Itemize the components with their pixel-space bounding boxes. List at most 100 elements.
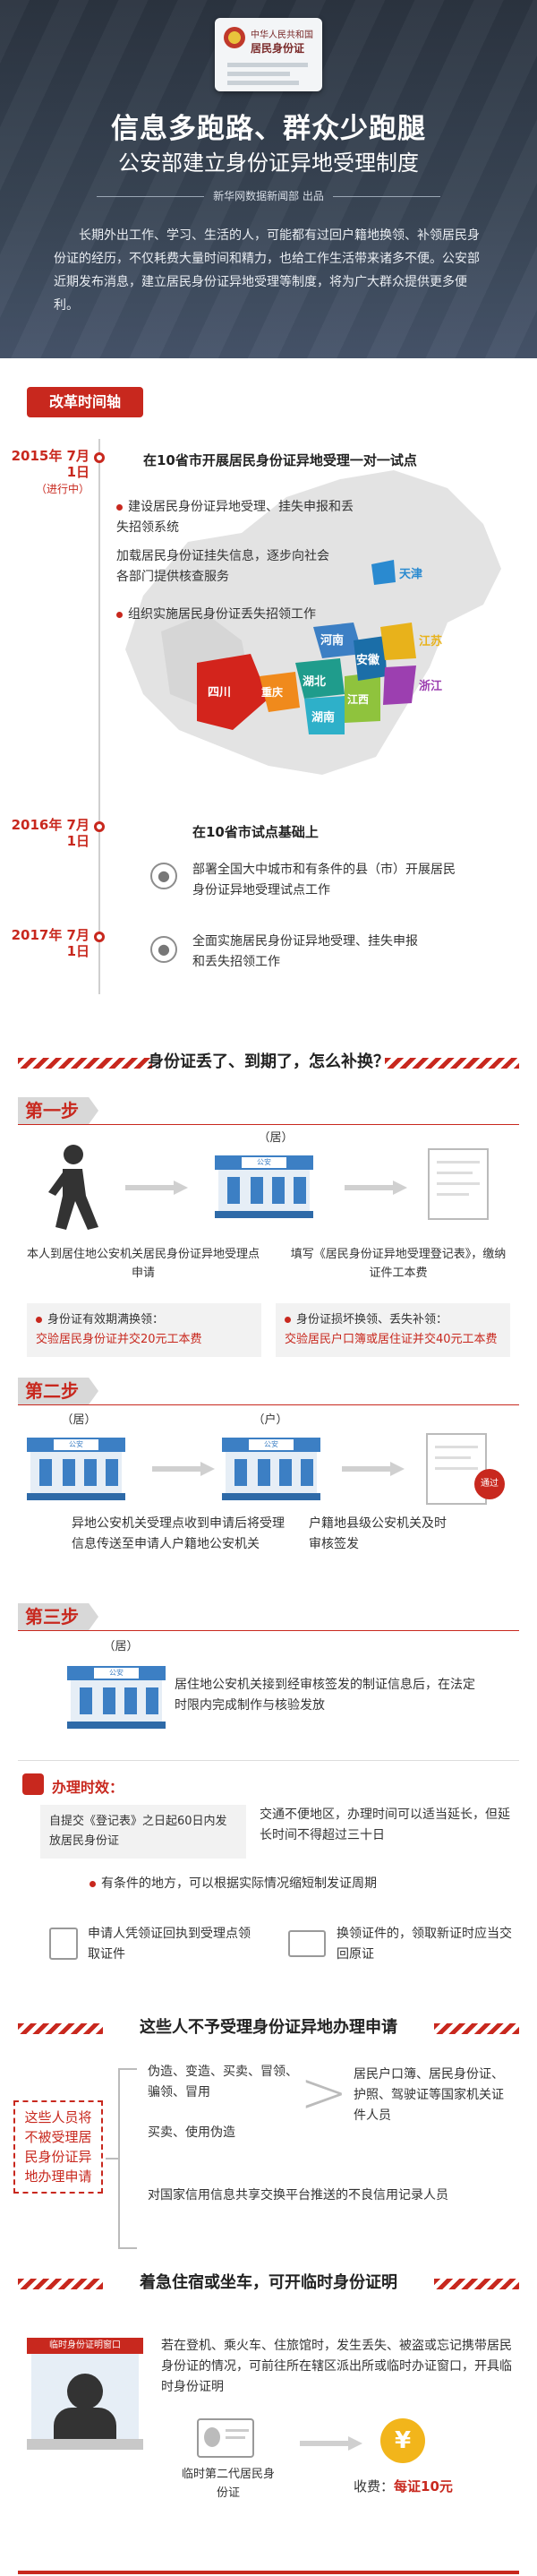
section-title-temp: 着急住宿或坐车，可开临时身份证明 [140,2273,397,2292]
id-card-line1: 中华人民共和国 [251,30,313,40]
event1-item3-text: 组织实施居民身份证丢失招领工作 [128,607,316,622]
step1-building-label: （居） [258,1131,294,1145]
section-title-reject: 这些人不予受理身份证异地办理申请 [140,2018,397,2037]
clerk-head-icon [67,2374,103,2409]
decor-hatch [18,2023,103,2034]
timeline-dot [94,932,105,942]
event1-item1-text: 建设居民身份证异地受理、挂失申报和丢失招领系统 [116,500,354,535]
event1-heading: 在10省市开展居民身份证异地受理一对一试点 [143,452,417,468]
map-label-zhejiang: 浙江 [419,679,442,693]
event1-item3: 组织实施居民身份证丢失招领工作 [116,605,322,625]
map-label-chongqing: 重庆 [261,685,283,699]
map-province-henan [313,623,362,658]
map-province-sichuan [197,654,268,730]
id-card-icon [288,1930,326,1957]
step1-note-left: 身份证有效期满换领： 交验居民身份证并交20元工本费 [27,1303,261,1357]
temp-id-text: 若在登机、乘火车、住旅馆时，发生丢失、被盗或忘记携带居民身份证的情况，可前往所在… [161,2339,512,2394]
step1-note-right: 身份证损坏换领、丢失补领： 交验居民户口簿或居住证并交40元工本费 [276,1303,510,1357]
id-card-line2: 居民身份证 [251,42,305,55]
fee-line: 收费：每证10元 [354,2477,453,2495]
event1-item1: 建设居民身份证异地受理、挂失申报和丢失招领系统 [116,497,358,538]
bullet-icon [285,1317,291,1323]
map-label-hubei: 湖北 [303,675,326,689]
window-sign: 临时身份证明窗口 [27,2338,143,2354]
step1-line [18,1124,519,1125]
service-window-illustration: 临时身份证明窗口 [27,2338,143,2454]
police-station-icon: 公安 [67,1666,166,1729]
step2-right-label: （户） [252,1413,288,1427]
flow-arrow-icon [125,1181,188,1195]
event1-date-text: 2015年 7月1日 [11,448,90,480]
event2-heading: 在10省市试点基础上 [192,824,319,840]
timeline-tag: 改革时间轴 [27,387,143,417]
decor-hatch [434,2279,519,2289]
step1-tag: 第一步 [18,1097,98,1124]
map-label-hunan: 湖南 [311,710,335,725]
flow-arrow-icon [345,1181,407,1195]
police-station-icon: 公安 [222,1438,320,1500]
pickup-right: 换领证件的，领取新证时应当交回原证 [337,1927,512,1962]
pickup-left: 申请人凭领证回执到受理点领取证件 [88,1927,251,1962]
step2-tag: 第二步 [18,1378,98,1404]
flow-arrow-icon [300,2436,362,2451]
police-station-icon: 公安 [215,1155,313,1218]
reject-list-c: 对国家信用信息共享交换平台推送的不良信用记录人员 [148,2188,448,2202]
event2-date: 2016年 7月1日 [11,817,90,849]
flow-arrow-icon [342,1462,405,1476]
map-province-jiangxi [345,672,380,723]
footer-bar [18,2571,519,2574]
intro-paragraph: 长期外出工作、学习、生活的人，可能都有过回户籍地换领、补领居民身份证的经历，不仅… [54,228,480,313]
temp-id-card-icon [197,2418,254,2458]
temp-card-label: 临时第二代居民身份证 [181,2468,275,2500]
timing-extra: 有条件的地方，可以根据实际情况缩短制发证周期 [90,1874,510,1894]
divider [18,1760,519,1761]
timeline-dot [94,821,105,832]
timeline-dot [94,452,105,463]
id-card-decor-line [227,63,308,67]
timeline-axis [98,439,100,994]
decor-hatch [18,1058,152,1069]
map-label-sichuan: 四川 [208,686,231,700]
page-subtitle: 公安部建立身份证异地受理制度 [118,150,419,176]
reject-group-label: 这些人员将不被受理居民身份证异地办理申请 [13,2100,103,2194]
reject-list-a-right: 居民户口簿、居民身份证、护照、驾驶证等国家机关证件人员 [354,2067,504,2123]
map-label-anhui: 安徽 [356,653,380,667]
step1-caption-right: 填写《居民身份证异地受理登记表》，缴纳证件工本费 [290,1248,507,1280]
id-card-illustration: 中华人民共和国 居民身份证 [215,18,322,91]
event1-status: （进行中） [35,483,90,495]
event3-item1: 全面实施居民身份证异地受理、挂失申报和丢失招领工作 [192,934,418,969]
bullet-icon [36,1317,42,1323]
reject-list-b: 买卖、使用伪造 [148,2125,235,2140]
bullet-icon [116,503,123,511]
window-counter [27,2439,143,2450]
map-city-tianjin [371,560,396,585]
map-label-tianjin: 天津 [399,567,422,581]
group-people-icon: ● [150,936,177,963]
step2-line [18,1404,519,1405]
map-label-henan: 河南 [320,633,344,648]
person-icon: ● [150,863,177,889]
national-emblem-icon [224,27,245,48]
yen-coin-icon: ¥ [380,2418,425,2463]
timing-extra-text: 有条件的地方，可以根据实际情况缩短制发证周期 [101,1876,377,1891]
step2-left-label: （居） [61,1413,97,1427]
map-label-jiangxi: 江西 [347,692,369,706]
id-card-decor-line [227,72,290,76]
section-header-reject: 这些人不予受理身份证异地办理申请 [0,2009,537,2045]
step3-tag: 第三步 [18,1603,98,1630]
map-province-chongqing [260,672,300,712]
bullet-icon [116,611,123,618]
source-credit: 新华网数据新闻部 出品 [0,188,537,203]
note-left-title: 身份证有效期满换领： [47,1313,165,1327]
step1-caption-left: 本人到居住地公安机关居民身份证异地受理点申请 [27,1248,260,1280]
map-province-hunan [304,696,345,734]
note-left-body: 交验居民身份证并交20元工本费 [36,1333,202,1346]
step2-caption-left: 异地公安机关受理点收到申请后将受理信息传送至申请人户籍地公安机关 [72,1516,285,1551]
decor-hatch [18,2279,103,2289]
clerk-body-icon [54,2408,116,2439]
event3-date: 2017年 7月1日 [11,927,90,959]
timing-title: 办理时效： [52,1779,124,1796]
source-credit-text: 新华网数据新闻部 出品 [213,190,324,202]
step3-caption: 居住地公安机关接到经审核签发的制证信息后，在法定时限内完成制作与核验发放 [175,1678,475,1713]
